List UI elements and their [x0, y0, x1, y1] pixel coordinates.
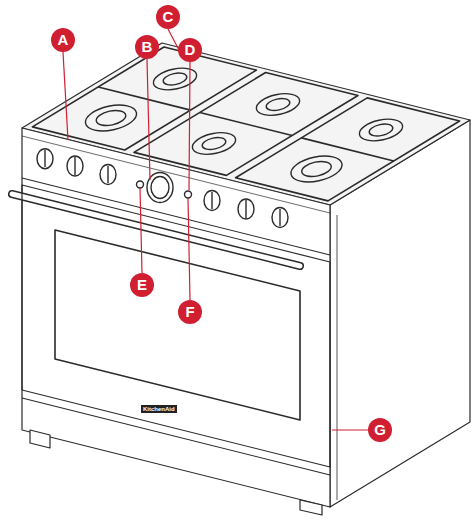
side-edge	[337, 215, 338, 500]
foot	[30, 430, 50, 448]
knobs	[37, 149, 288, 228]
control-panel-edge	[22, 178, 330, 255]
foot	[300, 500, 322, 515]
callout-letter: E	[130, 273, 154, 297]
callout-letter: G	[368, 418, 392, 442]
oven-window	[55, 230, 300, 420]
callout-letter: D	[178, 38, 202, 62]
leader-lines	[63, 29, 368, 430]
callout-letter: F	[178, 300, 202, 324]
drawer-edge	[22, 398, 330, 475]
callout-letter: C	[156, 5, 180, 29]
callout-letter: B	[135, 35, 159, 59]
oven-door	[22, 185, 330, 467]
callout-letter: A	[51, 28, 75, 52]
brand-badge: KitchenAid	[141, 405, 177, 413]
trim-line	[22, 136, 330, 213]
front-panel	[22, 128, 330, 507]
